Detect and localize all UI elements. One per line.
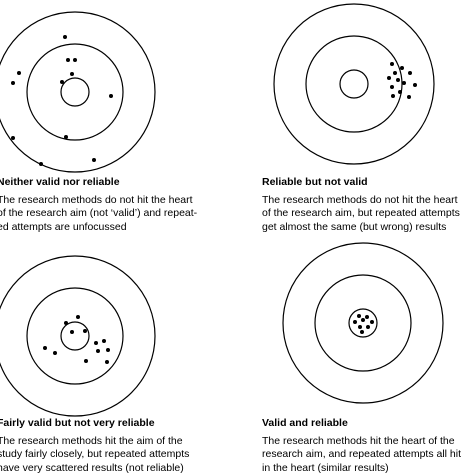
- outer-ring: [274, 4, 434, 164]
- outer-ring: [283, 243, 443, 403]
- bullseye: [61, 78, 89, 106]
- caption-reliable-but-not-valid: Reliable but not valid The research meth…: [262, 176, 460, 234]
- caption-title: Neither valid nor reliable: [0, 176, 197, 190]
- target-valid-and-reliable: [283, 243, 443, 403]
- middle-ring: [315, 275, 411, 371]
- shot-dots: [353, 314, 374, 334]
- bullseye: [340, 70, 368, 98]
- caption-line: get almost the same (but wrong) results: [262, 221, 460, 235]
- caption-title: Fairly valid but not very reliable: [0, 417, 189, 431]
- caption-line: The research methods do not hit the hear…: [262, 194, 460, 208]
- caption-line: The research methods hit the aim of the: [0, 435, 189, 449]
- caption-line: in the heart (similar results): [262, 462, 461, 475]
- caption-valid-and-reliable: Valid and reliable The research methods …: [262, 417, 461, 475]
- shot-dots: [11, 35, 113, 166]
- outer-ring: [0, 256, 155, 416]
- caption-line: study fairly closely, but repeated attem…: [0, 448, 189, 462]
- caption-fairly-valid-not-very-reliable: Fairly valid but not very reliable The r…: [0, 417, 189, 475]
- outer-ring: [0, 12, 155, 172]
- caption-line: The research methods hit the heart of th…: [262, 435, 461, 449]
- middle-ring: [27, 288, 123, 384]
- caption-line: research aim, and repeated attempts all …: [262, 448, 461, 462]
- caption-line: ed attempts are unfocussed: [0, 221, 197, 235]
- bullseye: [61, 322, 89, 350]
- caption-title: Valid and reliable: [262, 417, 461, 431]
- caption-line: The research methods do not hit the hear…: [0, 194, 197, 208]
- caption-neither-valid-nor-reliable: Neither valid nor reliable The research …: [0, 176, 197, 234]
- caption-line: of the research aim, but repeated attemp…: [262, 207, 460, 221]
- middle-ring: [306, 36, 402, 132]
- target-reliable-but-not-valid: [274, 4, 434, 164]
- caption-line: of the research aim (not ‘valid’) and re…: [0, 207, 197, 221]
- caption-line: have very scattered results (not reliabl…: [0, 462, 189, 475]
- target-neither-valid-nor-reliable: [0, 12, 155, 172]
- target-fairly-valid-not-very-reliable: [0, 256, 155, 416]
- caption-title: Reliable but not valid: [262, 176, 460, 190]
